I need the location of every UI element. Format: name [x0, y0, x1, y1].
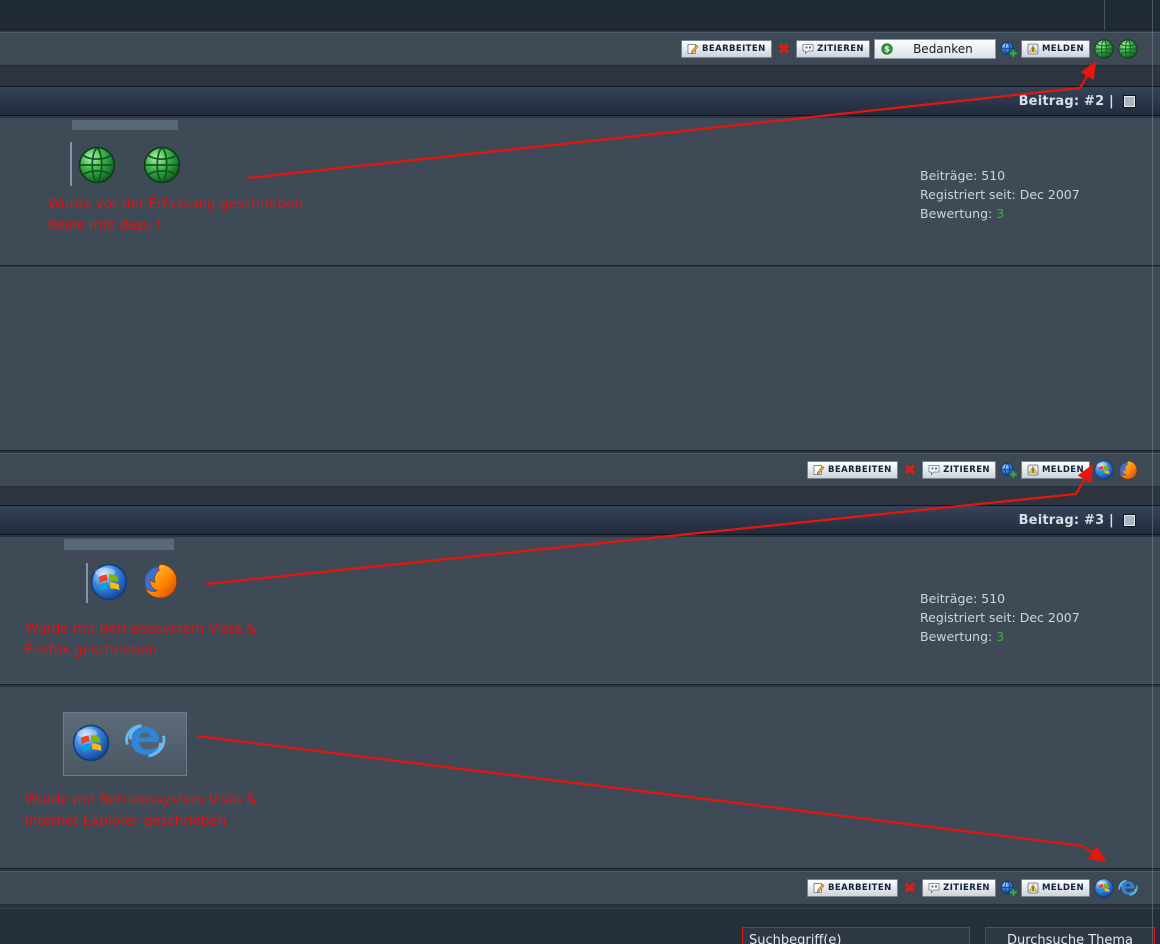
firefox-icon: [141, 562, 179, 604]
post3-body: Wurde mit Betriebssystem Vista & Interne…: [0, 687, 1160, 869]
edit-button[interactable]: BEARBEITEN: [807, 461, 898, 479]
quote-button[interactable]: ZITIEREN: [922, 461, 996, 479]
annotation-line: Internet Explorer geschrieben: [25, 813, 227, 829]
quote-icon: [802, 43, 814, 55]
thanks-button-label: Bedanken: [913, 42, 973, 56]
quote-button[interactable]: ZITIEREN: [922, 879, 996, 897]
annotation-line: Wurde mit Betriebssystem Vista &: [25, 621, 257, 637]
edit-button-label: BEARBEITEN: [828, 883, 892, 893]
edit-icon: [813, 882, 825, 894]
stat-rating-value: 3: [996, 629, 1005, 644]
page-top-strip: [0, 0, 1160, 30]
report-button[interactable]: MELDEN: [1020, 879, 1090, 897]
ip-icon[interactable]: [1000, 462, 1017, 479]
globe-icon: [1118, 39, 1138, 59]
annotation-note-post3: Wurde mit Betriebssystem Vista & Firefox…: [25, 619, 257, 661]
avatar-strip: [72, 120, 178, 130]
edit-button[interactable]: BEARBEITEN: [807, 879, 898, 897]
post3-userinfo: Wurde mit Betriebssystem Vista & Firefox…: [0, 537, 1160, 685]
post3-toolbar: BEARBEITEN ✖ ZITIEREN MELDEN: [0, 871, 1160, 905]
annotation-note-post2: Wurde vor der Erfassung geschrieben Kein…: [48, 194, 303, 236]
globe-icon: [78, 146, 116, 188]
windows-vista-icon: [1094, 878, 1114, 898]
thread-search-bar: Durchsuche Thema: [0, 908, 1160, 944]
stat-registered: Registriert seit: Dec 2007: [920, 610, 1080, 625]
windows-vista-icon: [72, 724, 110, 766]
report-button[interactable]: MELDEN: [1020, 461, 1090, 479]
quote-button-label: ZITIEREN: [943, 883, 990, 893]
top-divider: [1104, 0, 1105, 30]
thanks-icon: [881, 43, 893, 55]
globe-icon: [1094, 39, 1114, 59]
annotation-line: Keine Info dazu !: [48, 217, 162, 233]
firefox-icon: [1118, 460, 1138, 480]
report-button-label: MELDEN: [1041, 883, 1084, 893]
report-icon: [1027, 882, 1039, 894]
post3-number-label: Beitrag: #3 |: [1018, 512, 1114, 528]
search-thread-button[interactable]: Durchsuche Thema: [985, 927, 1155, 944]
avatar-strip: [64, 539, 174, 550]
report-icon: [1027, 464, 1039, 476]
post3-user-stats: Beiträge: 510 Registriert seit: Dec 2007…: [920, 589, 1080, 646]
post2-user-stats: Beiträge: 510 Registriert seit: Dec 2007…: [920, 166, 1080, 223]
internet-explorer-icon: [1118, 878, 1138, 898]
stat-rating: Bewertung: 3: [920, 204, 1080, 223]
thanks-button[interactable]: Bedanken: [873, 39, 996, 59]
stat-rating-label: Bewertung:: [920, 629, 993, 644]
quote-button[interactable]: ZITIEREN: [796, 40, 870, 58]
annotation-line: Wurde vor der Erfassung geschrieben: [48, 196, 303, 212]
edit-button-label: BEARBEITEN: [828, 465, 892, 475]
post1-toolbar: BEARBEITEN ✖ ZITIEREN Bedanken MELDEN: [0, 32, 1160, 66]
quote-button-label: ZITIEREN: [943, 465, 990, 475]
edit-button-label: BEARBEITEN: [702, 44, 766, 54]
stat-registered: Registriert seit: Dec 2007: [920, 187, 1080, 202]
stat-rating-label: Bewertung:: [920, 206, 993, 221]
quote-button-label: ZITIEREN: [817, 44, 864, 54]
edit-icon: [687, 43, 699, 55]
stat-rating-value: 3: [996, 206, 1005, 221]
divider-line: [86, 563, 88, 603]
report-button[interactable]: MELDEN: [1020, 40, 1090, 58]
delete-x-icon[interactable]: ✖: [777, 40, 791, 58]
stat-posts: Beiträge: 510: [920, 591, 1006, 606]
annotation-line: Wurde mit Betriebssystem Vista &: [25, 792, 257, 808]
post2-number-label: Beitrag: #2 |: [1018, 93, 1114, 109]
annotation-note-body: Wurde mit Betriebssystem Vista & Interne…: [25, 790, 257, 832]
post2-header-bar: Beitrag: #2 |: [0, 86, 1160, 116]
quote-icon: [928, 882, 940, 894]
report-icon: [1027, 43, 1039, 55]
edit-icon: [813, 464, 825, 476]
report-button-label: MELDEN: [1041, 44, 1084, 54]
internet-explorer-icon: [124, 720, 166, 766]
post2-body: [0, 267, 1160, 451]
post2-toolbar: BEARBEITEN ✖ ZITIEREN MELDEN: [0, 453, 1160, 487]
quote-icon: [928, 464, 940, 476]
page-right-edge: [1152, 0, 1153, 944]
search-keywords-input[interactable]: [742, 927, 970, 944]
globe-icon: [143, 146, 181, 188]
stat-posts: Beiträge: 510: [920, 168, 1006, 183]
delete-x-icon[interactable]: ✖: [903, 461, 917, 479]
post3-select-checkbox[interactable]: [1123, 513, 1136, 527]
windows-vista-icon: [1094, 460, 1114, 480]
delete-x-icon[interactable]: ✖: [903, 879, 917, 897]
ip-icon[interactable]: [1000, 880, 1017, 897]
report-button-label: MELDEN: [1041, 465, 1084, 475]
stat-rating: Bewertung: 3: [920, 627, 1080, 646]
post3-header-bar: Beitrag: #3 |: [0, 505, 1160, 535]
annotation-line: Firefox geschrieben: [25, 642, 157, 658]
edit-button[interactable]: BEARBEITEN: [681, 40, 772, 58]
divider-line: [70, 142, 72, 186]
post2-select-checkbox[interactable]: [1123, 94, 1136, 108]
windows-vista-icon: [90, 563, 128, 605]
post2-userinfo: Wurde vor der Erfassung geschrieben Kein…: [0, 118, 1160, 266]
ip-icon[interactable]: [1000, 41, 1017, 58]
